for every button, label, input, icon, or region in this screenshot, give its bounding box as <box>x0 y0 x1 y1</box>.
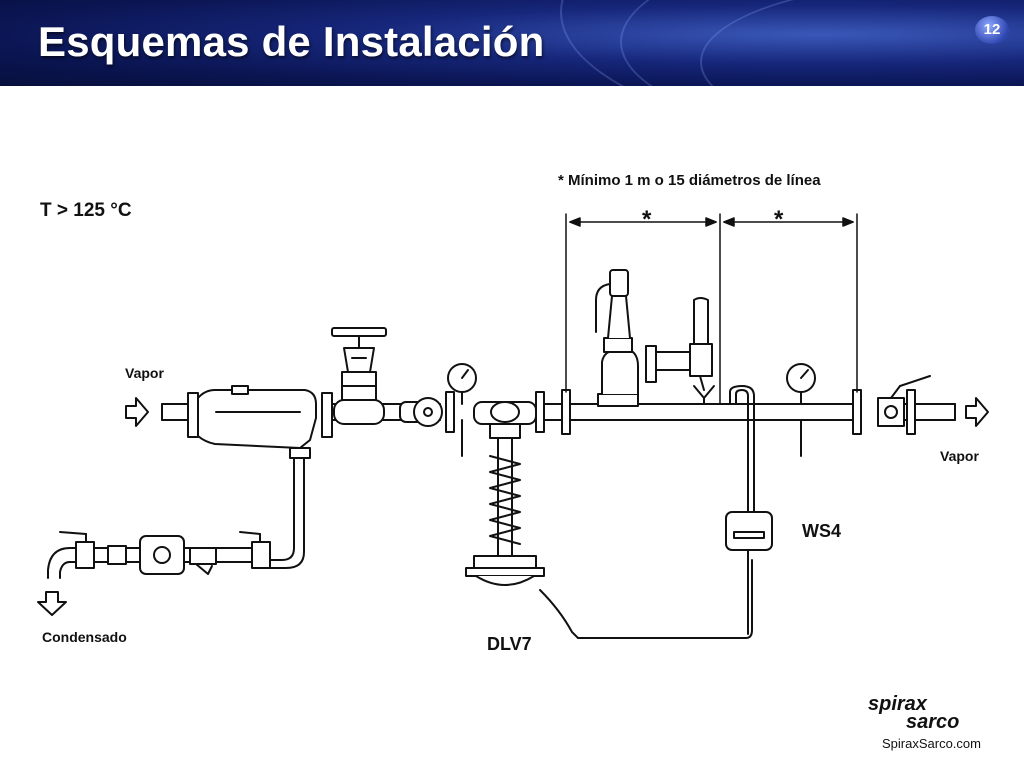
dimension-lines <box>565 213 858 405</box>
pressure-sensor-label: WS4 <box>802 521 842 541</box>
steam-inlet-label: Vapor <box>125 365 164 381</box>
sensing-pipe <box>729 385 755 513</box>
safety-valve <box>595 269 713 407</box>
distance-note: * Mínimo 1 m o 15 diámetros de línea <box>558 172 821 189</box>
steam-outlet-label: Vapor <box>940 448 979 464</box>
steam-inlet-arrow <box>125 397 149 427</box>
condensate-label: Condensado <box>42 629 127 645</box>
steam-outlet-arrow <box>965 397 989 427</box>
page-number-badge: 12 <box>975 16 1009 44</box>
strainer <box>399 397 443 427</box>
valve-label: DLV7 <box>487 634 532 654</box>
pressure-gauge-right <box>786 363 816 457</box>
slide-header: Esquemas de Instalación 12 <box>0 0 1024 86</box>
steam-separator <box>187 385 333 459</box>
logo-word-2: sarco <box>906 711 959 732</box>
drain-funnel <box>693 385 715 405</box>
spirax-sarco-logo: spirax sarco <box>868 693 959 732</box>
condensate-branch <box>47 531 271 579</box>
dimension-mark-1: * <box>642 206 652 233</box>
slide-title: Esquemas de Instalación <box>38 18 545 65</box>
condensate-arrow <box>37 591 67 616</box>
isolation-valve <box>331 327 387 425</box>
pressure-gauge-left <box>447 363 477 457</box>
dimension-mark-2: * <box>774 206 784 233</box>
website-label: SpiraxSarco.com <box>882 736 981 751</box>
pressure-sensor-ws4 <box>725 511 773 635</box>
condition-label: T > 125 °C <box>40 200 132 221</box>
control-valve-dlv7 <box>465 401 545 586</box>
logo-word-1: spirax <box>868 693 928 715</box>
condensate-drain-pipe <box>269 457 305 569</box>
control-signal-line <box>539 559 753 639</box>
outlet-ball-valve <box>877 375 931 427</box>
